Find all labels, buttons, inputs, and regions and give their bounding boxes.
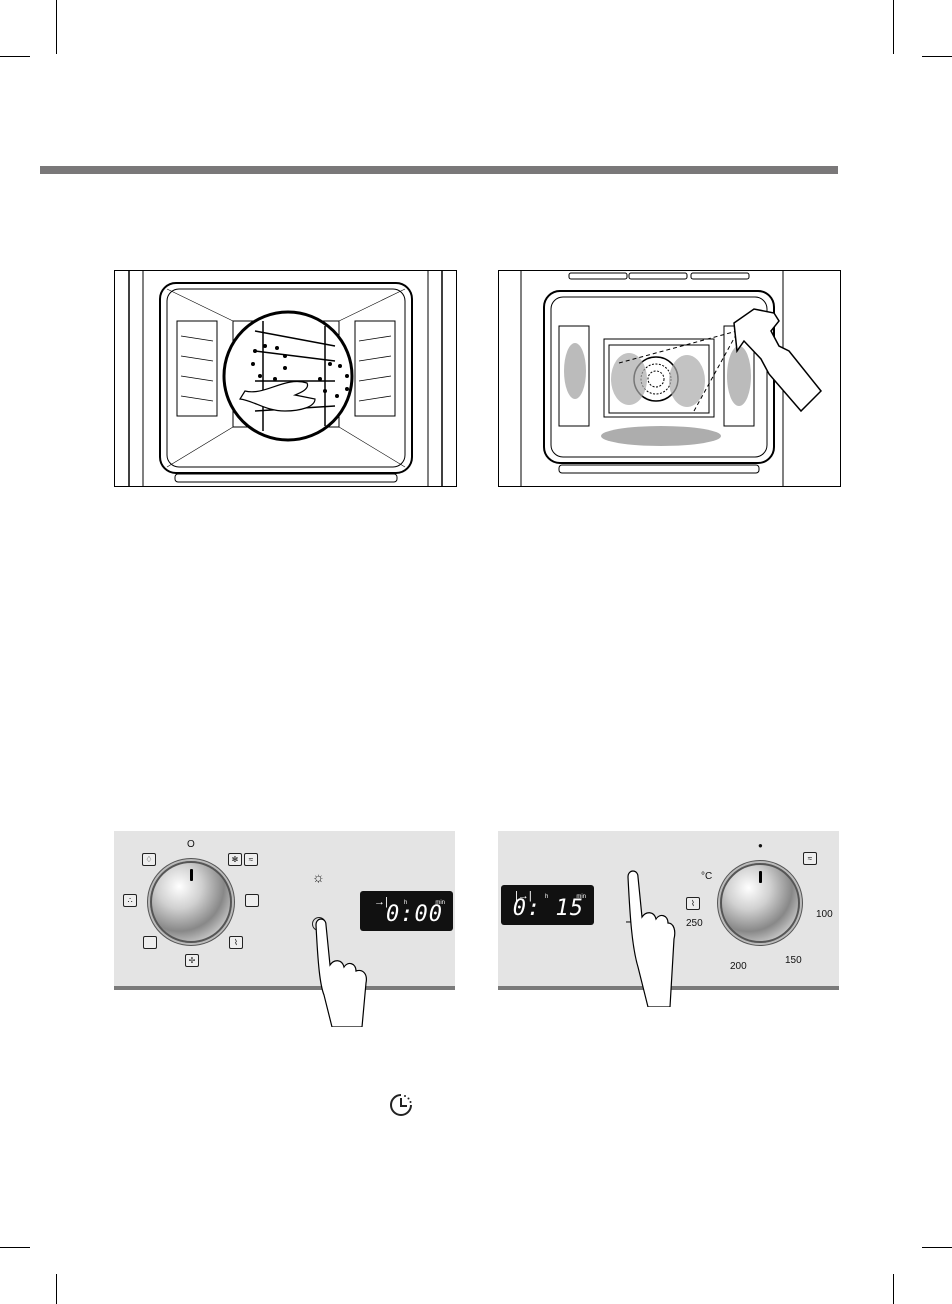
end-time-icon: →| [374,896,388,908]
temp-label-250: 250 [686,918,703,929]
spray-bottle-icon [520,271,823,486]
defrost-symbol-icon: ≈ [244,853,258,866]
oven-rails-figure [114,270,457,487]
function-selector-knob[interactable] [150,861,232,943]
fan-symbol-icon: ✢ [185,954,199,967]
control-panel-left: O ♢ ✻ ≈ ∴ ⌇ ✢ ☼ →| h min 0:00 [114,831,455,1027]
control-panel-right: |→| h min 0: 15 + – °C ⌇ ≈ ● 100 150 200… [498,831,839,1007]
lamp-symbol-icon: ♢ [142,853,156,866]
oven-spray-figure [498,270,841,487]
temp-label-100: 100 [816,909,833,920]
hand-removing-rails-icon [128,271,443,486]
crop-mark [922,1247,952,1248]
temp-label-150: 150 [785,955,802,966]
hour-label: h [545,894,549,900]
crop-mark [893,1274,894,1304]
temperature-knob[interactable] [720,863,800,943]
section-header-rule [40,166,838,174]
fan-grill-symbol-icon: ✻ [228,853,242,866]
unit-label: °C [701,871,713,882]
knob-indicator [758,871,762,883]
timer-display: |→| h min 0: 15 [501,885,594,925]
duration-icon: |→| [515,890,532,902]
crop-mark [56,1274,57,1304]
knob-indicator [189,869,193,881]
crop-mark [922,56,952,57]
display-time: 0:00 [386,902,443,927]
crop-mark [56,0,57,54]
top-heat-symbol-icon: ⌇ [229,936,243,949]
temp-label-200: 200 [730,961,747,972]
dial-off-label: O [187,839,195,850]
timer-clock-icon [390,1094,412,1116]
bottom-heat-symbol-icon [143,936,157,949]
defrost-symbol-icon: ≈ [803,852,817,865]
steam-symbol-icon: ∴ [123,894,137,907]
pointing-hand-icon [627,870,676,1007]
panel-stripe [114,986,455,990]
crop-mark [0,56,30,57]
display-time: 0: 15 [512,896,584,921]
pointing-hand-icon [315,918,367,1027]
minute-label: min [576,894,586,900]
light-bulb-icon[interactable]: ☼ [312,869,325,885]
crop-mark [0,1247,30,1248]
dial-off-dot: ● [758,841,763,850]
timer-display: →| h min 0:00 [360,891,453,931]
top-heat-symbol-icon: ⌇ [686,897,700,910]
top-bottom-heat-symbol-icon [245,894,259,907]
hour-label: h [404,900,408,906]
crop-mark [893,0,894,54]
minute-label: min [435,900,445,906]
